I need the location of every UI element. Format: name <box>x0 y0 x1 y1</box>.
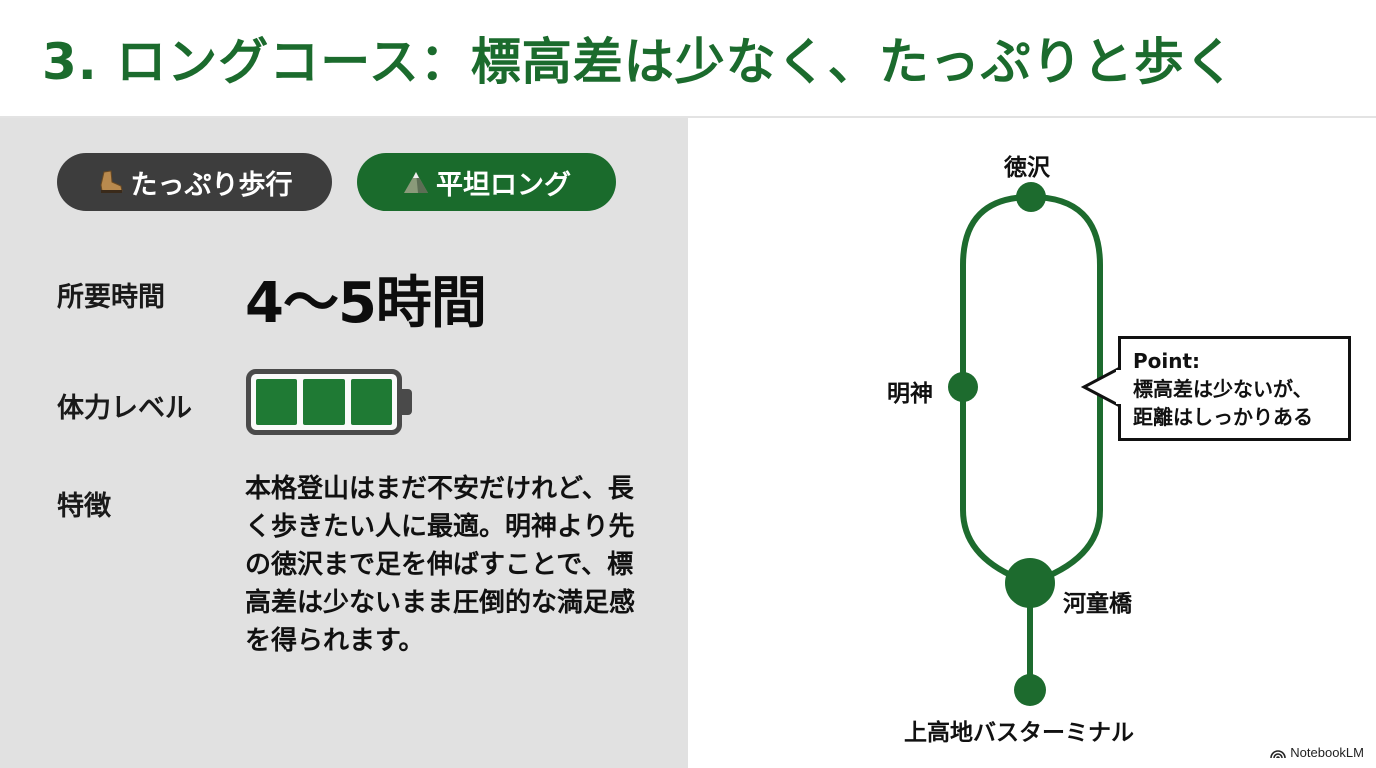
header-divider <box>0 116 1376 118</box>
station-node-myojin <box>948 372 978 402</box>
page-title: 3. ロングコース：標高差は少なく、たっぷりと歩く <box>42 33 1236 91</box>
tag-flat-long-label: 平坦ロング <box>436 169 571 201</box>
station-tokusawa: 徳沢 <box>1004 155 1050 181</box>
callout-pointer <box>1080 366 1121 408</box>
station-kamikochi-bus-terminal: 上高地バスターミナル <box>904 720 1134 746</box>
point-callout: Point: 標高差は少ないが、 距離はしっかりある <box>1118 336 1351 441</box>
feature-description: 本格登山はまだ不安だけれど、長く歩きたい人に最適。明神より先の徳沢まで足を伸ばす… <box>245 474 636 656</box>
battery-tip <box>402 389 412 415</box>
callout-line-2: 距離はしっかりある <box>1133 405 1313 429</box>
duration-value: 4〜5時間 <box>245 271 487 336</box>
route-loop <box>960 193 1103 586</box>
tag-flat-long: 平坦ロング <box>357 153 616 211</box>
station-kappabashi: 河童橋 <box>1063 591 1132 617</box>
duration-label: 所要時間 <box>57 282 165 313</box>
hiking-boot-icon <box>99 170 123 193</box>
station-node-terminal <box>1014 674 1046 706</box>
callout-pointer-join <box>1116 370 1122 404</box>
course-info-panel: たっぷり歩行 平坦ロング 所要時間 4〜5時間 体力レベル 特徴 本格登山はまだ… <box>0 118 688 768</box>
feature-label: 特徴 <box>57 491 111 522</box>
stamina-battery-icon <box>246 369 402 435</box>
brand-label: NotebookLM <box>1290 745 1364 760</box>
notebooklm-logo-icon <box>1270 749 1287 758</box>
battery-cell <box>303 379 345 425</box>
tag-walking: たっぷり歩行 <box>57 153 332 211</box>
station-myojin: 明神 <box>887 381 933 407</box>
callout-line-1: 標高差は少ないが、 <box>1133 377 1313 401</box>
station-node-tokusawa <box>1016 182 1046 212</box>
route-diagram <box>948 182 1121 706</box>
station-node-kappabashi <box>1005 558 1055 608</box>
battery-cell <box>350 379 392 425</box>
stamina-label: 体力レベル <box>57 393 192 424</box>
battery-cell <box>256 379 298 425</box>
brand-watermark: NotebookLM <box>1270 745 1364 760</box>
tag-walking-label: たっぷり歩行 <box>130 169 293 201</box>
callout-title: Point: <box>1133 349 1201 373</box>
mountain-icon <box>404 172 428 193</box>
